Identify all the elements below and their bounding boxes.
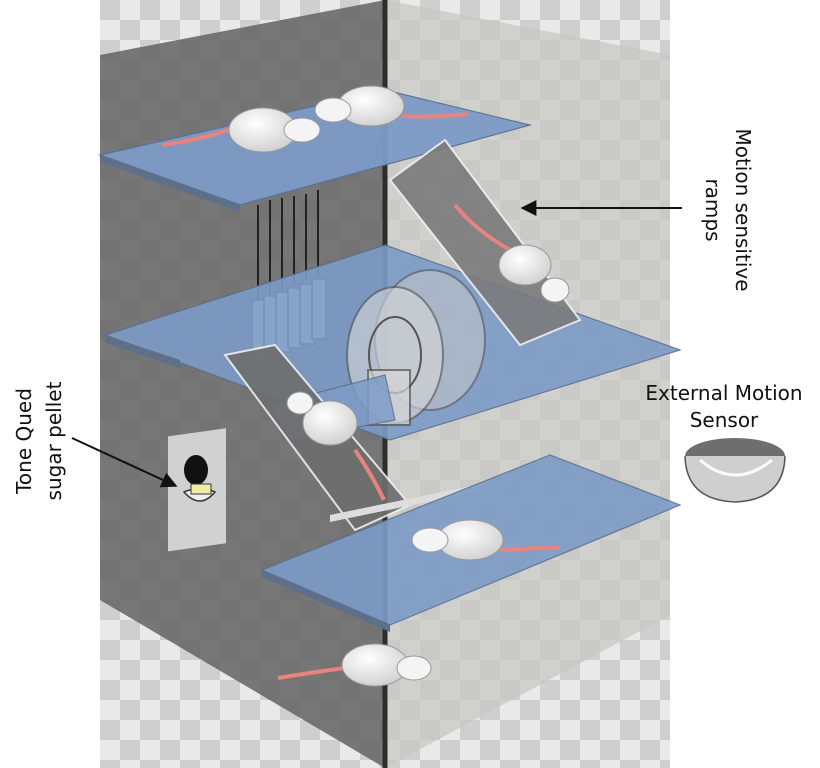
top-shelf (97, 89, 533, 212)
external-motion-sensor-line1: External Motion (645, 381, 802, 405)
label-external-motion-sensor: External Motion Sensor (645, 381, 802, 432)
motion-sensitive-ramps-line2: ramps (701, 178, 725, 241)
label-motion-sensitive-ramps: Motion sensitive ramps (701, 128, 755, 291)
external-motion-sensor-line2: Sensor (690, 408, 759, 432)
pellet-dispenser (168, 428, 226, 552)
label-tone-qued-sugar-pellet: Tone Qued sugar pellet (12, 381, 66, 500)
rat-top-right (314, 85, 468, 127)
upper-ramp (388, 138, 582, 347)
arrow-sugar-pellet (71, 437, 178, 488)
rat-ramp-lower (286, 391, 386, 501)
rat-ramp-upper (453, 203, 570, 303)
rat-bottom-shelf (411, 519, 561, 561)
rat-floor (277, 643, 432, 687)
tone-qued-line2: sugar pellet (42, 381, 66, 500)
rat-top-left (161, 107, 321, 153)
motion-sensitive-ramps-line1: Motion sensitive (731, 128, 755, 291)
tone-qued-line1: Tone Qued (12, 388, 36, 495)
external-motion-sensor-icon (684, 438, 786, 503)
